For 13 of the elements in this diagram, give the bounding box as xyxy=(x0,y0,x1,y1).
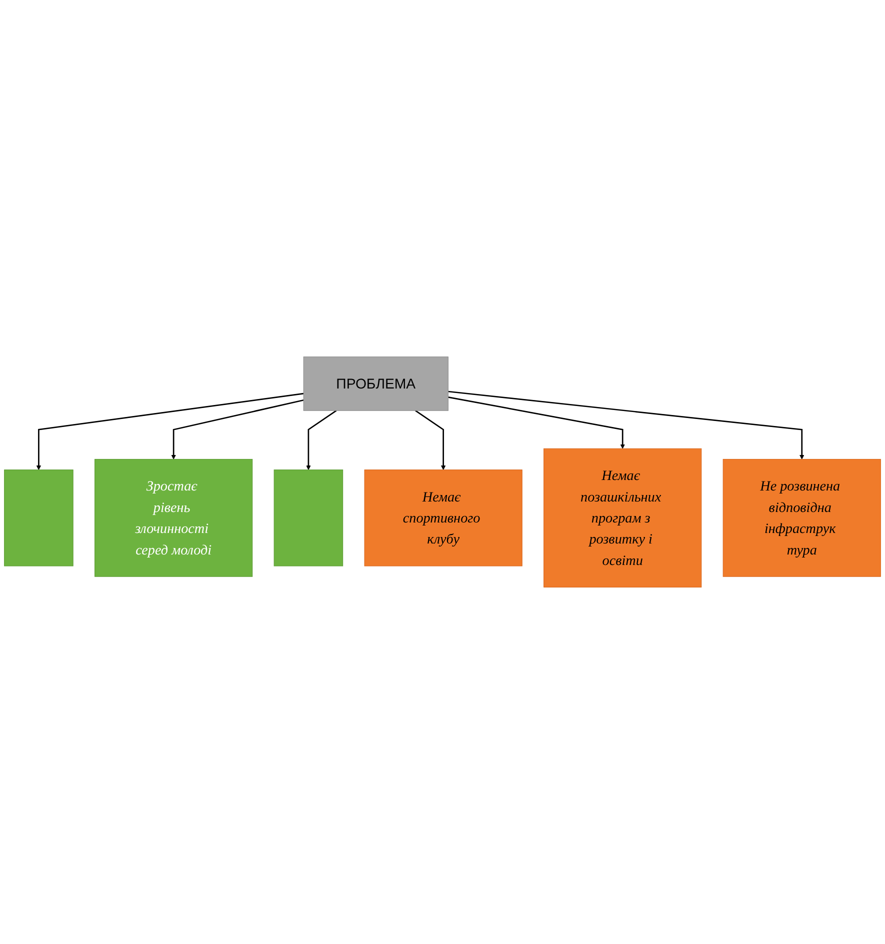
node-box xyxy=(274,470,344,566)
node-box: Немає позашкільних програм з розвитку і освіти xyxy=(544,448,702,588)
arrow xyxy=(448,396,625,449)
arrow xyxy=(171,399,304,460)
arrow xyxy=(448,390,804,460)
node-box xyxy=(4,470,74,566)
node-box: ПРОБЛЕМА xyxy=(303,356,448,411)
arrow xyxy=(415,410,446,470)
node-box: Немає спортивного клубу xyxy=(364,470,522,566)
node-box: Не розвинена відповідна інфраструк тура xyxy=(722,458,881,577)
node-box: Зростає рівень злочинності серед молоді xyxy=(94,458,253,577)
arrow xyxy=(306,410,337,470)
arrow xyxy=(36,392,304,470)
